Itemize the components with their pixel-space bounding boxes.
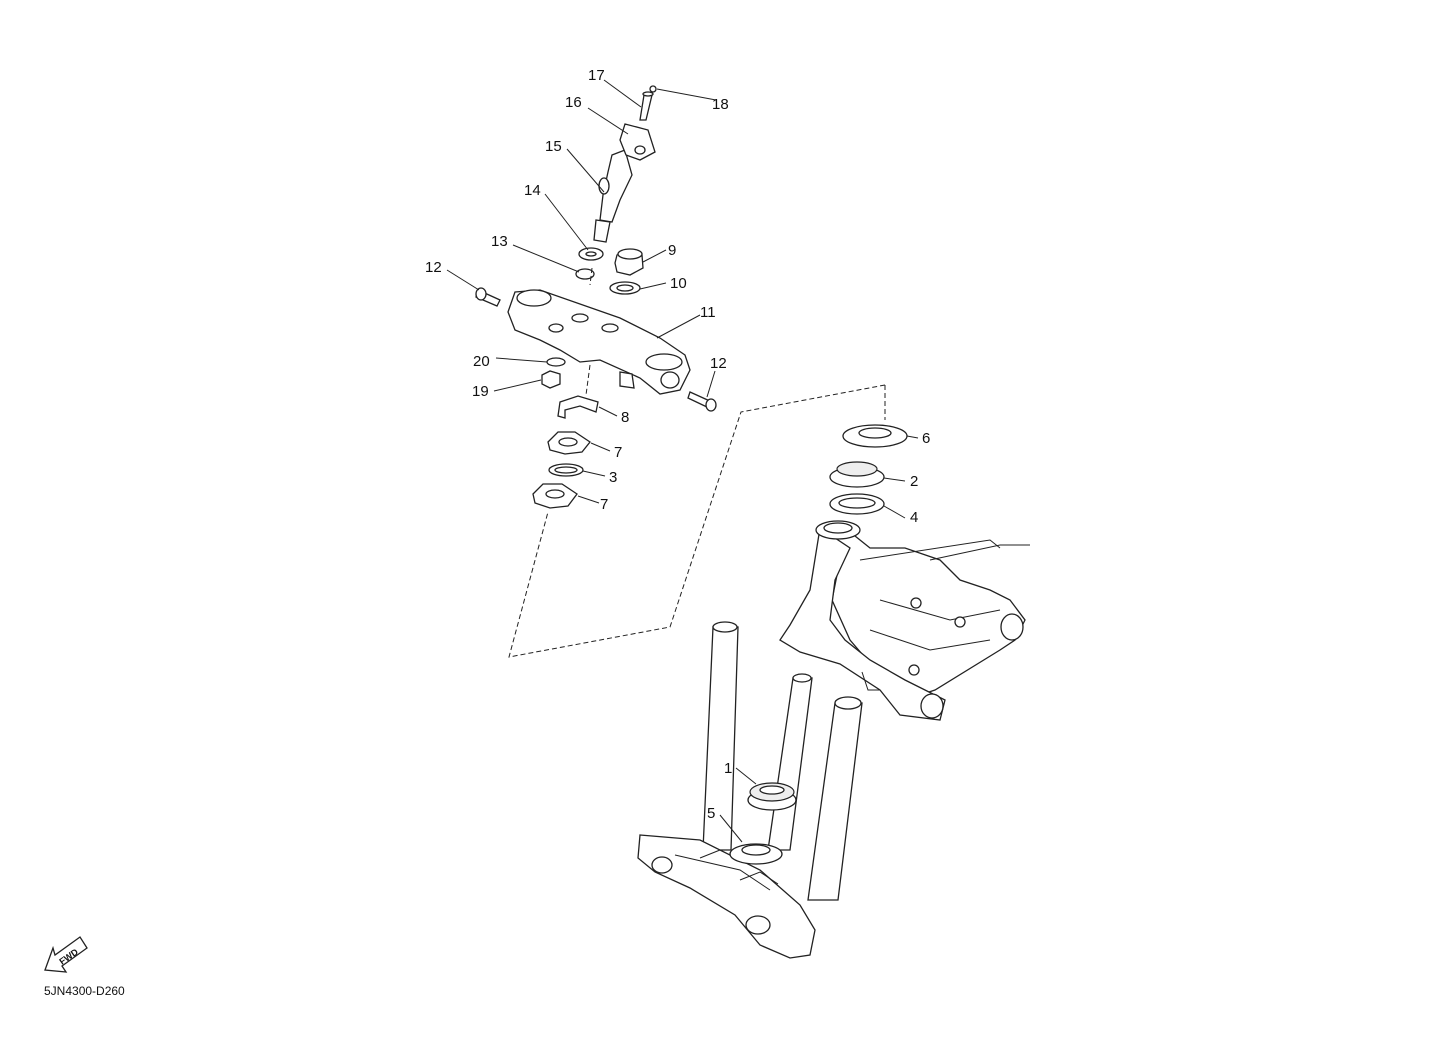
- callout-16: 16: [565, 94, 582, 111]
- lock-washer-8: [557, 395, 599, 419]
- washer-13: [575, 268, 595, 280]
- frame-head-pipe: [779, 520, 1030, 721]
- callout-19: 19: [472, 383, 489, 400]
- pinch-bolt-12-left: [475, 287, 501, 307]
- pin-18: [649, 85, 657, 93]
- callout-3: 3: [609, 469, 617, 486]
- callout-labels: 17 18 16 15 14 13 9 10 12 11 20 19 12 8 …: [425, 67, 930, 822]
- bolt-17: [639, 91, 654, 121]
- callout-12-left: 12: [425, 259, 442, 276]
- ring-nut-7-lower: [532, 483, 578, 509]
- callout-17: 17: [588, 67, 605, 84]
- callout-20: 20: [473, 353, 490, 370]
- leader-lines: [446, 79, 919, 843]
- callout-4: 4: [910, 509, 918, 526]
- callout-18: 18: [712, 96, 729, 113]
- callout-12-right: 12: [710, 355, 727, 372]
- callout-8: 8: [621, 409, 629, 426]
- bearing-1: [747, 782, 797, 811]
- callout-6: 6: [922, 430, 930, 447]
- race-4: [829, 493, 885, 515]
- callout-13: 13: [491, 233, 508, 250]
- washer-20: [546, 357, 566, 367]
- nut-19: [541, 370, 561, 389]
- dust-cover-6: [842, 424, 908, 448]
- washer-10: [609, 281, 641, 295]
- handlebar-holder-15: [593, 149, 633, 243]
- callout-2: 2: [910, 473, 918, 490]
- callout-11: 11: [700, 304, 716, 321]
- cap-nut-9: [614, 248, 644, 276]
- callout-7-lower: 7: [600, 496, 608, 513]
- callout-1: 1: [724, 760, 732, 777]
- ring-nut-7-upper: [547, 431, 591, 455]
- callout-9: 9: [668, 242, 676, 259]
- upper-bracket-11: [507, 289, 691, 395]
- callout-14: 14: [524, 182, 541, 199]
- drawing-code: 5JN4300-D260: [44, 984, 125, 998]
- holder-cap-16: [619, 123, 656, 161]
- bearing-2: [829, 461, 885, 488]
- callout-10: 10: [670, 275, 687, 292]
- callout-15: 15: [545, 138, 562, 155]
- bearing-seal-5: [729, 843, 783, 865]
- callout-7-upper: 7: [614, 444, 622, 461]
- pinch-bolt-12-right: [687, 391, 717, 412]
- rubber-washer-3: [548, 463, 584, 477]
- fwd-arrow-icon: FWD: [44, 936, 88, 973]
- washer-14: [578, 247, 604, 261]
- under-bracket-assembly: [637, 621, 863, 959]
- phantom-connection-line: [508, 384, 886, 658]
- callout-5: 5: [707, 805, 715, 822]
